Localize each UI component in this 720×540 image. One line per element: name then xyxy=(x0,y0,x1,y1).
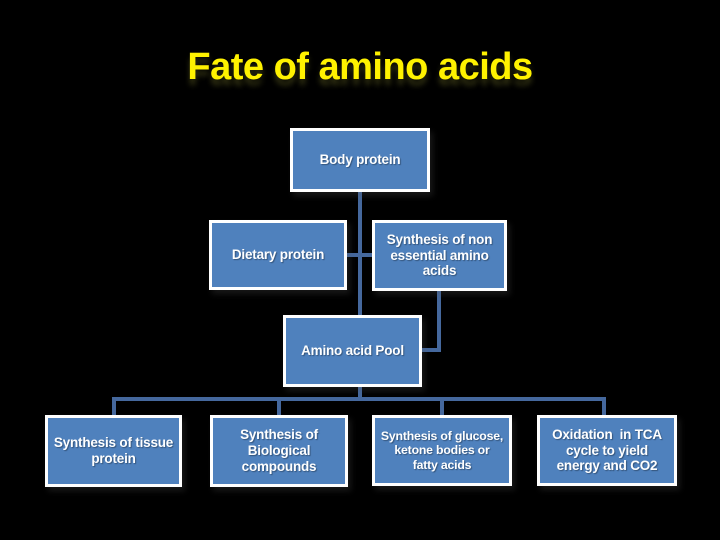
connector-drop-biological xyxy=(277,399,281,415)
node-label: Dietary protein xyxy=(231,247,325,263)
node-oxidation-tca-cycle: Oxidation in TCA cycle to yield energy a… xyxy=(537,415,677,486)
node-body-protein: Body protein xyxy=(290,128,430,192)
connector-pool-to-branch xyxy=(358,387,362,399)
connector-branch-horizontal xyxy=(112,397,606,401)
node-label: Synthesis of Biological compounds xyxy=(240,427,318,474)
slide-title: Fate of amino acids xyxy=(187,46,533,88)
connector-drop-glucose xyxy=(440,399,444,415)
connector-drop-oxidation xyxy=(602,399,606,415)
node-synthesis-non-essential-amino-acids: Synthesis of non essential amino acids xyxy=(372,220,507,291)
node-synthesis-glucose-ketone-fatty: Synthesis of glucose, ketone bodies or f… xyxy=(372,415,512,486)
connector-drop-tissue xyxy=(112,399,116,415)
connector-nonessential-to-pool xyxy=(420,348,441,352)
node-label: Synthesis of glucose, ketone bodies or f… xyxy=(380,428,504,472)
node-label: Amino acid Pool xyxy=(301,343,404,359)
node-amino-acid-pool: Amino acid Pool xyxy=(283,315,422,387)
node-label: Synthesis of non essential amino acids xyxy=(386,231,493,279)
node-synthesis-biological-compounds: Synthesis of Biological compounds xyxy=(210,415,348,487)
node-label: Synthesis of tissue protein xyxy=(53,435,174,466)
node-label: Oxidation in TCA cycle to yield energy a… xyxy=(552,426,662,474)
connector-nonessential-down xyxy=(437,291,441,352)
node-label: Body protein xyxy=(319,152,401,168)
connector-dietary-to-nonessential xyxy=(345,253,374,257)
node-synthesis-tissue-protein: Synthesis of tissue protein xyxy=(45,415,182,487)
node-dietary-protein: Dietary protein xyxy=(209,220,347,290)
